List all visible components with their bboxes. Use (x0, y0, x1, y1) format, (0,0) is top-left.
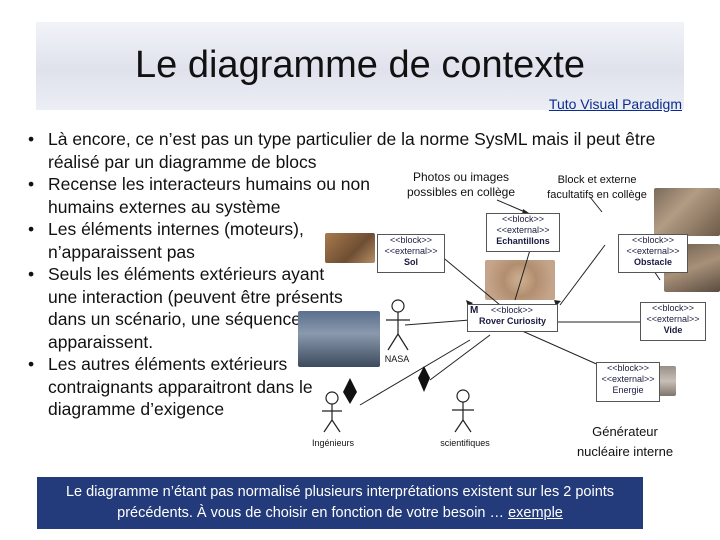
stereo-block-label: <<block>> (501, 214, 545, 224)
block-external-callout: Block et externe facultatifs en collège (538, 173, 656, 203)
stereo-external-label: <<external>> (496, 225, 550, 235)
stereo-external-label: <<external>> (384, 246, 438, 256)
bullet-item: •Seuls les éléments extérieurs ayant une… (28, 264, 343, 352)
stereo-block-label: <<block>> (389, 235, 433, 245)
block-external-callout-line1: Block et externe (557, 174, 637, 186)
energie-label: Energie (612, 385, 644, 395)
block-echantillons: <<block>> <<external>> Echantillons (486, 213, 560, 252)
stereo-block-label: <<block>> (651, 303, 695, 313)
title-band (36, 22, 684, 110)
block-sol: <<block>> <<external>> Sol (377, 234, 445, 273)
scientifiques-actor-label: scientifiques (440, 438, 490, 448)
nasa-actor-icon (386, 299, 410, 351)
stereo-external-label: <<external>> (626, 246, 680, 256)
generator-callout-line2: nucléaire interne (576, 444, 674, 459)
sample-photo (485, 260, 555, 300)
nasa-control-photo (298, 311, 380, 367)
generator-callout-line1: Générateur (592, 424, 658, 439)
photos-callout: Photos ou images possibles en collège (402, 170, 520, 200)
sol-label: Sol (403, 257, 418, 267)
page-title: Le diagramme de contexte (135, 44, 585, 86)
composition-diamond-icon (343, 378, 357, 404)
rover-prefix-label: M (470, 305, 479, 316)
obstacle-label: Obstacle (633, 257, 673, 267)
bullet-item: •Recense les interacteurs humains ou non… (28, 174, 370, 217)
scientifiques-actor-icon (452, 389, 474, 433)
block-rover-curiosity: M <<block>> Rover Curiosity (467, 304, 558, 332)
echantillons-label: Echantillons (496, 236, 550, 246)
ingenieurs-actor-label: Ingénieurs (311, 438, 355, 448)
rover-curiosity-label: Rover Curiosity (478, 316, 547, 326)
banner-text: Le diagramme n’étant pas normalisé plusi… (65, 484, 615, 521)
bullet-text: Là encore, ce n’est pas un type particul… (48, 129, 656, 172)
stereo-external-label: <<external>> (646, 314, 700, 324)
stereo-block-label: <<block>> (606, 363, 650, 373)
bullet-item: •Les éléments internes (moteurs), n’appa… (28, 219, 304, 262)
info-banner: Le diagramme n’étant pas normalisé plusi… (37, 477, 643, 529)
tuto-visual-paradigm-link[interactable]: Tuto Visual Paradigm (548, 96, 682, 112)
photos-callout-line1: Photos ou images (412, 170, 510, 184)
photos-callout-line2: possibles en collège (406, 185, 516, 199)
block-external-callout-line2: facultatifs en collège (547, 189, 647, 201)
bullet-list: •Là encore, ce n’est pas un type particu… (28, 128, 668, 421)
vide-label: Vide (663, 325, 683, 335)
nasa-actor-label: NASA (384, 354, 410, 364)
block-obstacle: <<block>> <<external>> Obstacle (618, 234, 688, 273)
stereo-block-label: <<block>> (490, 305, 533, 315)
mars-soil-photo (325, 233, 375, 263)
bullet-text: Seuls les éléments extérieurs ayant une … (48, 264, 343, 352)
bullet-text: Les autres éléments extérieurs contraign… (48, 354, 313, 419)
ingenieurs-actor-icon (322, 391, 342, 433)
block-energie: <<block>> <<external>> Energie (596, 362, 660, 402)
obstacle-photo (654, 188, 720, 236)
exemple-link[interactable]: exemple (508, 505, 563, 521)
bullet-item: •Là encore, ce n’est pas un type particu… (28, 129, 656, 172)
bullet-text: Les éléments internes (moteurs), n’appar… (48, 219, 304, 262)
bullet-text: Recense les interacteurs humains ou non … (48, 174, 370, 217)
stereo-external-label: <<external>> (601, 374, 655, 384)
block-vide: <<block>> <<external>> Vide (640, 302, 706, 341)
stereo-block-label: <<block>> (631, 235, 675, 245)
bullet-item: •Les autres éléments extérieurs contraig… (28, 354, 313, 419)
generator-callout: Générateur nucléaire interne (560, 422, 690, 462)
composition-diamond-icon (418, 366, 430, 392)
